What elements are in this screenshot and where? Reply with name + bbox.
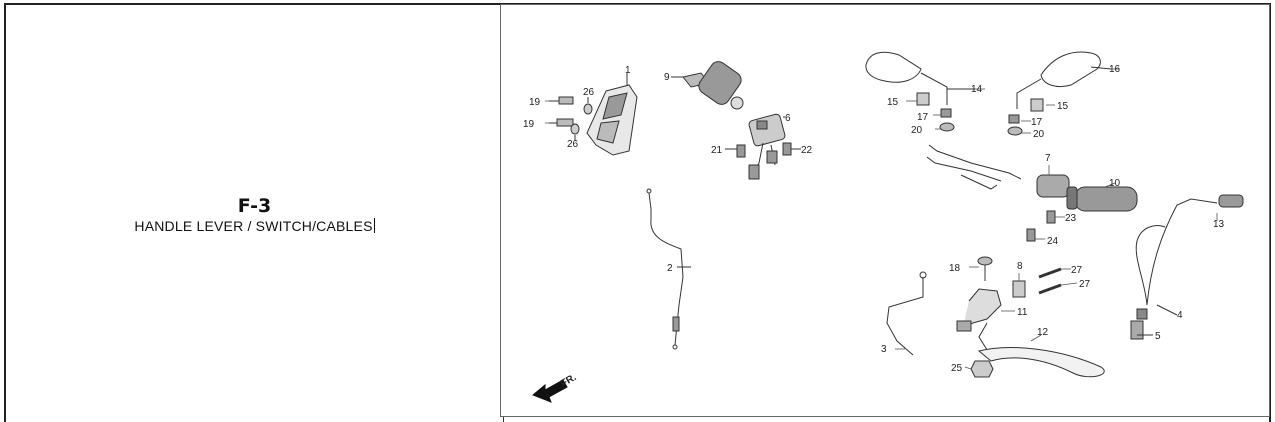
lever-rod — [886, 271, 927, 356]
callout-5: 5 — [1155, 331, 1161, 342]
lever-12 — [977, 347, 1105, 378]
callout-27a: 27 — [1071, 265, 1083, 276]
callout-2: 2 — [667, 263, 673, 274]
washer-26b — [570, 123, 580, 135]
section-code: F-3 — [237, 195, 272, 217]
callout-6: 6 — [785, 113, 791, 124]
callout-21: 21 — [711, 145, 723, 156]
screw-21 — [736, 144, 746, 158]
mirror-right — [1016, 51, 1112, 109]
callout-15b: 15 — [1057, 101, 1069, 112]
bracket-8 — [1012, 280, 1026, 298]
pivot-bolt-18 — [977, 256, 993, 281]
callout-22: 22 — [801, 145, 813, 156]
callout-20b: 20 — [1033, 129, 1045, 140]
callout-17a: 17 — [917, 112, 929, 123]
callout-18: 18 — [949, 263, 961, 274]
front-arrow-icon — [532, 379, 568, 403]
callout-24: 24 — [1047, 236, 1059, 247]
callout-19a: 19 — [529, 97, 541, 108]
callout-23: 23 — [1065, 213, 1077, 224]
callout-labels: 1 2 3 4 5 6 7 8 9 10 11 12 13 14 15 15 1… — [523, 64, 1225, 390]
nut-17a — [940, 108, 952, 118]
screw-24 — [1026, 228, 1036, 242]
exploded-view: 1 2 3 4 5 6 7 8 9 10 11 12 13 14 15 15 1… — [523, 51, 1244, 403]
switch-left — [926, 144, 1070, 198]
throttle-cable — [646, 188, 684, 350]
washer-20a — [939, 122, 955, 132]
screw-22 — [782, 142, 792, 156]
callout-25: 25 — [951, 363, 963, 374]
screw-23 — [1046, 210, 1056, 224]
callout-19b: 19 — [523, 119, 535, 130]
callout-26b: 26 — [567, 139, 579, 150]
callout-12: 12 — [1037, 327, 1049, 338]
switch-right — [748, 113, 786, 147]
callout-26a: 26 — [583, 87, 595, 98]
parts-diagram: 1 2 3 4 5 6 7 8 9 10 11 12 13 14 15 15 1… — [500, 4, 1270, 417]
text-caret — [373, 218, 375, 233]
section-caption: HANDLE LEVER / SWITCH/CABLES — [134, 218, 373, 234]
bolts-27 — [1038, 267, 1062, 295]
caption-cell: F-3 HANDLE LEVER / SWITCH/CABLES — [6, 5, 504, 422]
title-block: F-3 HANDLE LEVER / SWITCH/CABLES — [6, 195, 503, 235]
washer-20b — [1007, 126, 1023, 136]
direction-label: FR. — [559, 372, 579, 390]
mirror-left — [865, 51, 975, 105]
callout-4: 4 — [1177, 310, 1183, 321]
callout-16: 16 — [1109, 64, 1121, 75]
callout-10: 10 — [1109, 178, 1121, 189]
callout-11: 11 — [1017, 307, 1028, 318]
cap-15b — [1030, 98, 1044, 112]
washer-26a — [583, 103, 593, 115]
callout-17b: 17 — [1031, 117, 1043, 128]
screw-19b — [549, 118, 574, 127]
callout-1: 1 — [625, 65, 631, 76]
callout-3: 3 — [881, 344, 887, 355]
nut-25 — [970, 360, 994, 378]
callout-9: 9 — [664, 72, 670, 83]
switch-housing-left — [586, 73, 638, 156]
nut-17b — [1008, 114, 1020, 124]
callout-15a: 15 — [887, 97, 899, 108]
clutch-cable — [1130, 194, 1244, 340]
callout-14: 14 — [971, 84, 983, 95]
lever-bracket — [956, 288, 1002, 354]
callout-20a: 20 — [911, 125, 923, 136]
cap-15a — [916, 92, 930, 106]
callout-7: 7 — [1045, 153, 1051, 164]
callout-8: 8 — [1017, 261, 1023, 272]
screw-19a — [549, 96, 574, 105]
callout-13: 13 — [1213, 219, 1225, 230]
throttle-grip — [682, 61, 744, 110]
callout-27b: 27 — [1079, 279, 1091, 290]
left-grip — [1066, 186, 1138, 212]
caption-line: HANDLE LEVER / SWITCH/CABLES — [6, 217, 503, 235]
